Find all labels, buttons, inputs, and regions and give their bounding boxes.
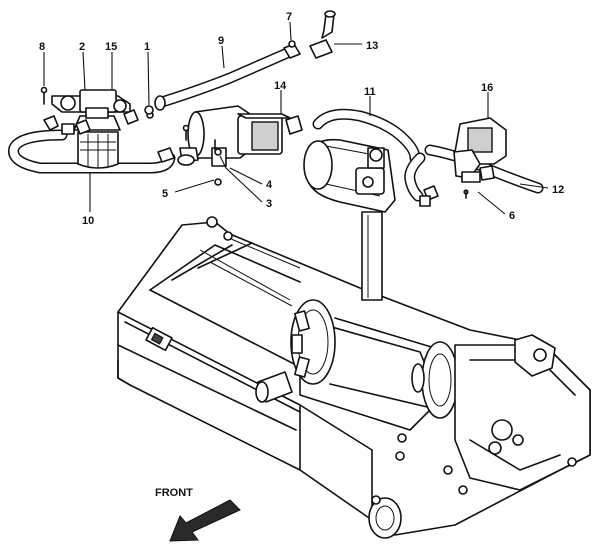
front-label: FRONT: [155, 487, 193, 499]
misc-clamps: [157, 124, 469, 207]
callout-3: 3: [266, 198, 272, 210]
clamp-fitting-7: [283, 40, 301, 59]
callout-10: 10: [82, 215, 94, 227]
hose-10: [8, 129, 176, 174]
front-roller: [368, 433, 468, 539]
callout-1: 1: [144, 41, 150, 53]
pump-assembly: [303, 138, 396, 213]
elbow-fitting-13: [309, 10, 336, 59]
hose-9: [154, 48, 291, 111]
drive-cylinder: [255, 299, 459, 431]
front-arrow-icon: [169, 499, 241, 542]
callout-13: 13: [366, 40, 378, 52]
callout-5: 5: [162, 188, 168, 200]
callout-12: 12: [552, 184, 564, 196]
callout-11: 11: [364, 86, 376, 98]
callout-6: 6: [509, 210, 515, 222]
callout-8: 8: [39, 41, 45, 53]
filter-assembly: [40, 86, 154, 169]
solenoid-valve-16: [453, 117, 507, 183]
callout-7: 7: [286, 11, 292, 23]
solenoid-valve-14: [187, 105, 303, 167]
front-direction-indicator: FRONT: [155, 487, 241, 542]
callout-2: 2: [79, 41, 85, 53]
callout-4: 4: [266, 179, 273, 191]
callout-15: 15: [105, 41, 117, 53]
leader-lines: [43, 21, 549, 215]
vertical-post: [361, 211, 383, 301]
callout-14: 14: [274, 80, 287, 92]
hose-11: [312, 108, 426, 202]
callout-9: 9: [218, 35, 224, 47]
callout-16: 16: [481, 82, 493, 94]
right-side-plate: [454, 334, 591, 491]
callout-numbers: 8 2 15 1 9 7 13 14 11 16 10 5 3 4 12 6: [39, 11, 564, 227]
